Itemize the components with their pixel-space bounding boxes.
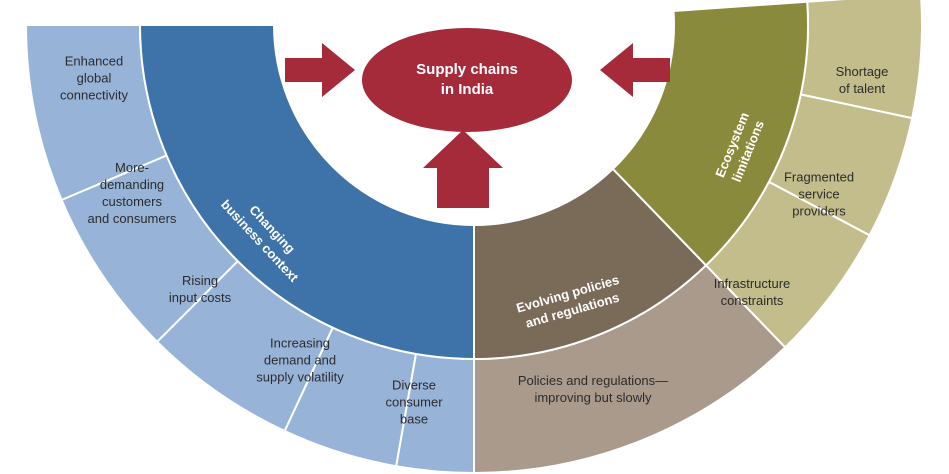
item-demanding-customers: More- demanding customers and consumers <box>88 159 177 227</box>
item-input-costs: Rising input costs <box>169 272 231 306</box>
item-line: Rising <box>181 273 219 288</box>
center-title: Supply chains in India <box>416 60 518 100</box>
item-line: Increasing <box>270 335 330 351</box>
item-line: input costs <box>168 290 232 305</box>
item-line: Enhanced <box>64 53 124 69</box>
arrow-left-icon <box>285 43 355 97</box>
item-policies-slow: Policies and regulations— improving but … <box>518 372 668 406</box>
item-demand-volatility: Increasing demand and supply volatility <box>256 335 343 386</box>
item-line: demanding <box>99 177 165 192</box>
item-infrastructure: Infrastructure constraints <box>714 275 791 309</box>
item-line: providers <box>792 203 846 219</box>
item-line: customers <box>102 194 162 209</box>
item-line: demand and <box>263 352 337 368</box>
item-line: Diverse <box>391 377 437 393</box>
item-line: and consumers <box>87 211 177 226</box>
item-line: base <box>399 411 429 427</box>
item-line: Shortage <box>835 64 889 79</box>
item-line: global <box>76 70 112 86</box>
item-consumer-base: Diverse consumer base <box>385 377 442 428</box>
arrow-right-icon <box>600 43 670 97</box>
item-line: More- <box>115 160 149 175</box>
item-global-connectivity: Enhanced global connectivity <box>60 53 128 104</box>
arrow-up-icon <box>423 130 503 208</box>
item-line: Policies and regulations— <box>517 373 669 388</box>
item-line: service <box>798 186 840 202</box>
item-talent: Shortage of talent <box>836 63 889 97</box>
center-title-line: Supply chains <box>416 61 518 78</box>
item-service-providers: Fragmented service providers <box>784 169 854 220</box>
item-line: Fragmented <box>783 169 855 185</box>
item-line: of talent <box>838 81 886 96</box>
item-line: connectivity <box>60 87 128 103</box>
item-line: consumer <box>385 394 443 410</box>
item-line: supply volatility <box>256 369 344 385</box>
item-line: Infrastructure <box>713 276 791 291</box>
item-line: constraints <box>720 293 784 308</box>
item-line: improving but slowly <box>534 390 652 405</box>
center-group <box>285 28 670 208</box>
center-title-line: in India <box>440 81 494 98</box>
center-ellipse <box>362 28 572 132</box>
